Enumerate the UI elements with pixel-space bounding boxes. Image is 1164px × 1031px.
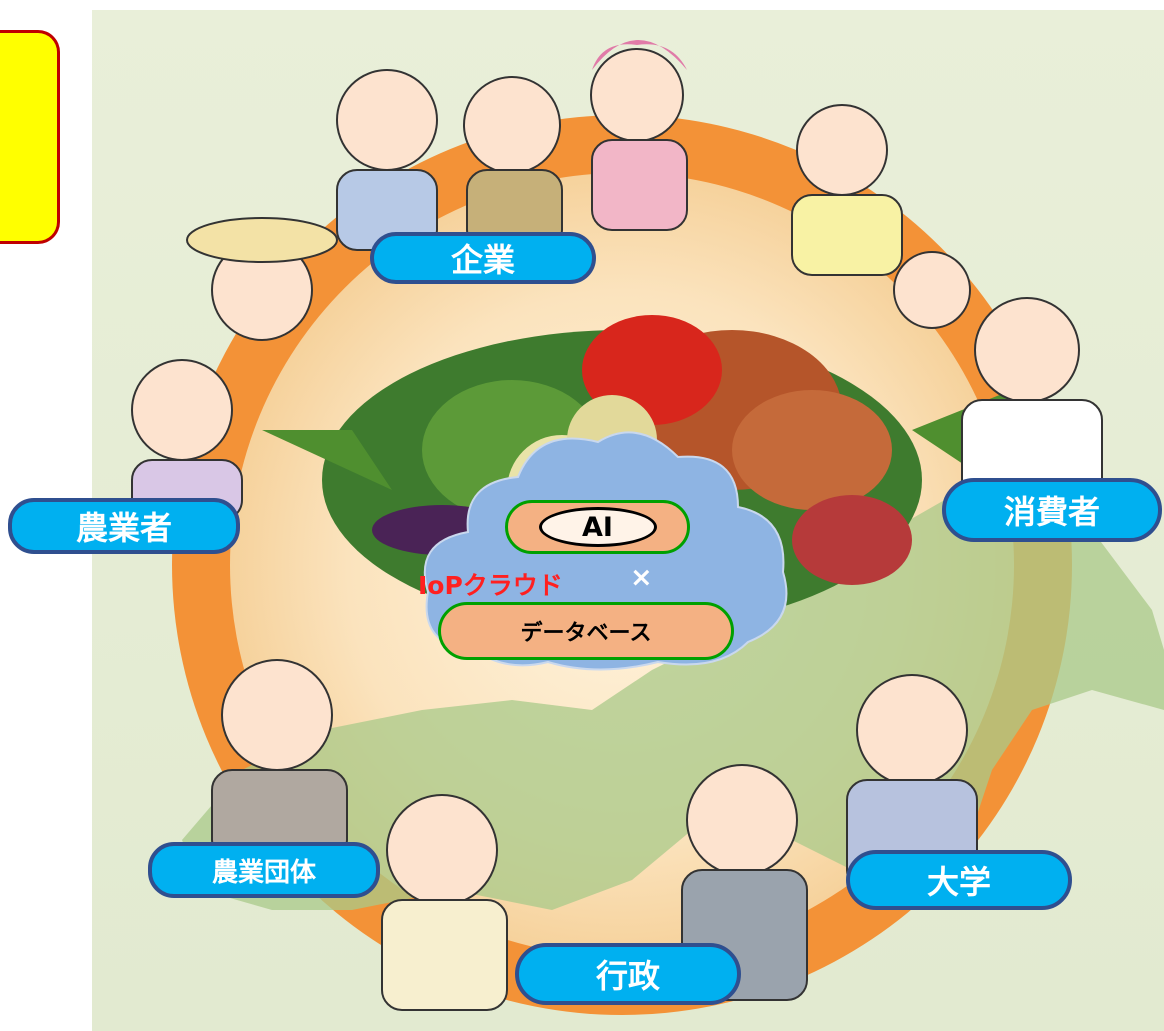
- people-figures: [131, 40, 1103, 1011]
- stakeholder-government-label: 行政: [595, 957, 660, 995]
- stakeholder-farmers-label: 農業者: [75, 509, 172, 547]
- ai-label: AI: [538, 507, 657, 547]
- times-symbol: ×: [630, 562, 653, 593]
- yellow-note: [0, 30, 60, 244]
- stakeholder-farm-groups-label: 農業団体: [211, 857, 316, 888]
- iop-cloud-label: IoPクラウド: [418, 571, 563, 600]
- ai-box: AI: [505, 500, 690, 554]
- stakeholder-consumers-label: 消費者: [1003, 493, 1100, 531]
- stakeholder-government: 行政: [515, 943, 741, 1005]
- stakeholder-farm-groups: 農業団体: [148, 842, 380, 898]
- stakeholder-university-label: 大学: [926, 863, 991, 901]
- stakeholder-consumers: 消費者: [942, 478, 1162, 542]
- stakeholder-farmers: 農業者: [8, 498, 240, 554]
- database-label: データベース: [438, 602, 734, 660]
- stakeholder-university: 大学: [846, 850, 1072, 910]
- stakeholder-company-label: 企業: [450, 241, 515, 279]
- stakeholder-company: 企業: [370, 232, 596, 284]
